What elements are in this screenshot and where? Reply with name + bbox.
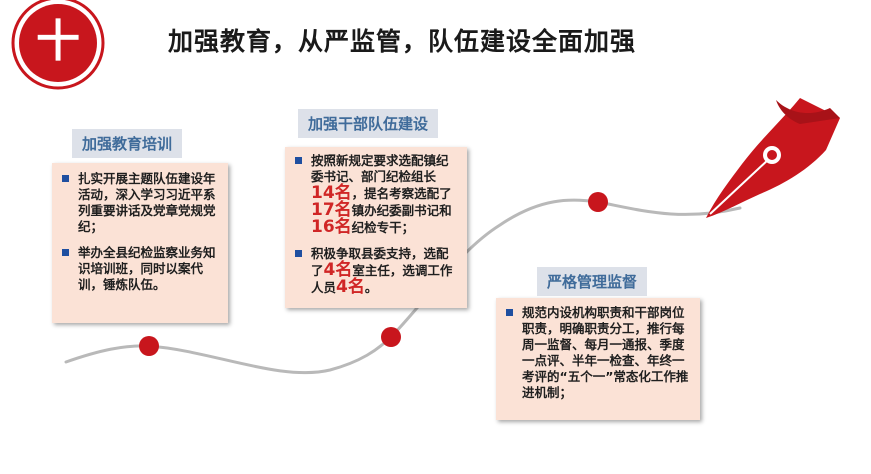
item-text: 镇办纪委副书记和 [351, 203, 452, 218]
highlight-number: 4名 [336, 277, 365, 297]
item-text: 积极争取县委支持，选配了 [311, 246, 449, 278]
list-item: 扎实开展主题队伍建设年活动，深入学习习近平系列重要讲话及党章党规党纪； [62, 171, 220, 235]
highlight-number: 14名 [311, 183, 352, 203]
item-text: 规范内设机构职责和干部岗位职责，明确职责分工，推行每周一监督、每月一通报、季度一… [522, 305, 689, 400]
badge-disk [19, 4, 97, 82]
highlight-number: 17名 [311, 200, 352, 220]
section-label-supervision: 严格管理监督 [537, 267, 648, 296]
bullet-icon [295, 250, 302, 257]
bullet-icon [62, 175, 69, 182]
highlight-number: 16名 [311, 217, 352, 237]
bullet-icon [62, 249, 69, 256]
list-item: 按照新规定要求选配镇纪委书记、部门纪检组长14名，提名考察选配了17名镇办纪委副… [295, 153, 459, 236]
section-label-education: 加强教育培训 [72, 129, 183, 158]
item-text: 纪检专干； [351, 220, 415, 235]
pen-nib-icon [706, 98, 840, 218]
section-box-team-building: 按照新规定要求选配镇纪委书记、部门纪检组长14名，提名考察选配了17名镇办纪委副… [285, 147, 467, 308]
list-item: 举办全县纪检监察业务知识培训班，同时以案代训，锤炼队伍。 [62, 245, 220, 293]
list-item: 规范内设机构职责和干部岗位职责，明确职责分工，推行每周一监督、每月一通报、季度一… [506, 305, 692, 401]
item-text: 按照新规定要求选配镇纪委书记、部门纪检组长 [311, 153, 449, 184]
bullet-icon [506, 309, 513, 316]
item-text: 。 [364, 280, 378, 295]
timeline-dot-1 [139, 336, 159, 356]
section-label-team-building: 加强干部队伍建设 [298, 109, 439, 138]
page-title: 加强教育，从严监管，队伍建设全面加强 [168, 27, 637, 56]
badge-symbol: 十 [36, 16, 80, 67]
section-box-supervision: 规范内设机构职责和干部岗位职责，明确职责分工，推行每周一监督、每月一通报、季度一… [496, 298, 700, 420]
item-text: ，提名考察选配了 [351, 186, 452, 201]
timeline-dot-3 [588, 192, 608, 212]
list-item: 积极争取县委支持，选配了4名室主任，选调工作人员4名。 [295, 246, 459, 296]
bullet-icon [295, 157, 302, 164]
timeline-dot-2 [381, 327, 401, 347]
item-text: 举办全县纪检监察业务知识培训班，同时以案代训，锤炼队伍。 [78, 245, 216, 292]
item-text: 室主任，选调工作人员 [311, 263, 453, 295]
highlight-number: 4名 [323, 260, 353, 280]
section-box-education: 扎实开展主题队伍建设年活动，深入学习习近平系列重要讲话及党章党规党纪； 举办全县… [52, 163, 228, 323]
item-text: 扎实开展主题队伍建设年活动，深入学习习近平系列重要讲话及党章党规党纪； [78, 171, 216, 234]
